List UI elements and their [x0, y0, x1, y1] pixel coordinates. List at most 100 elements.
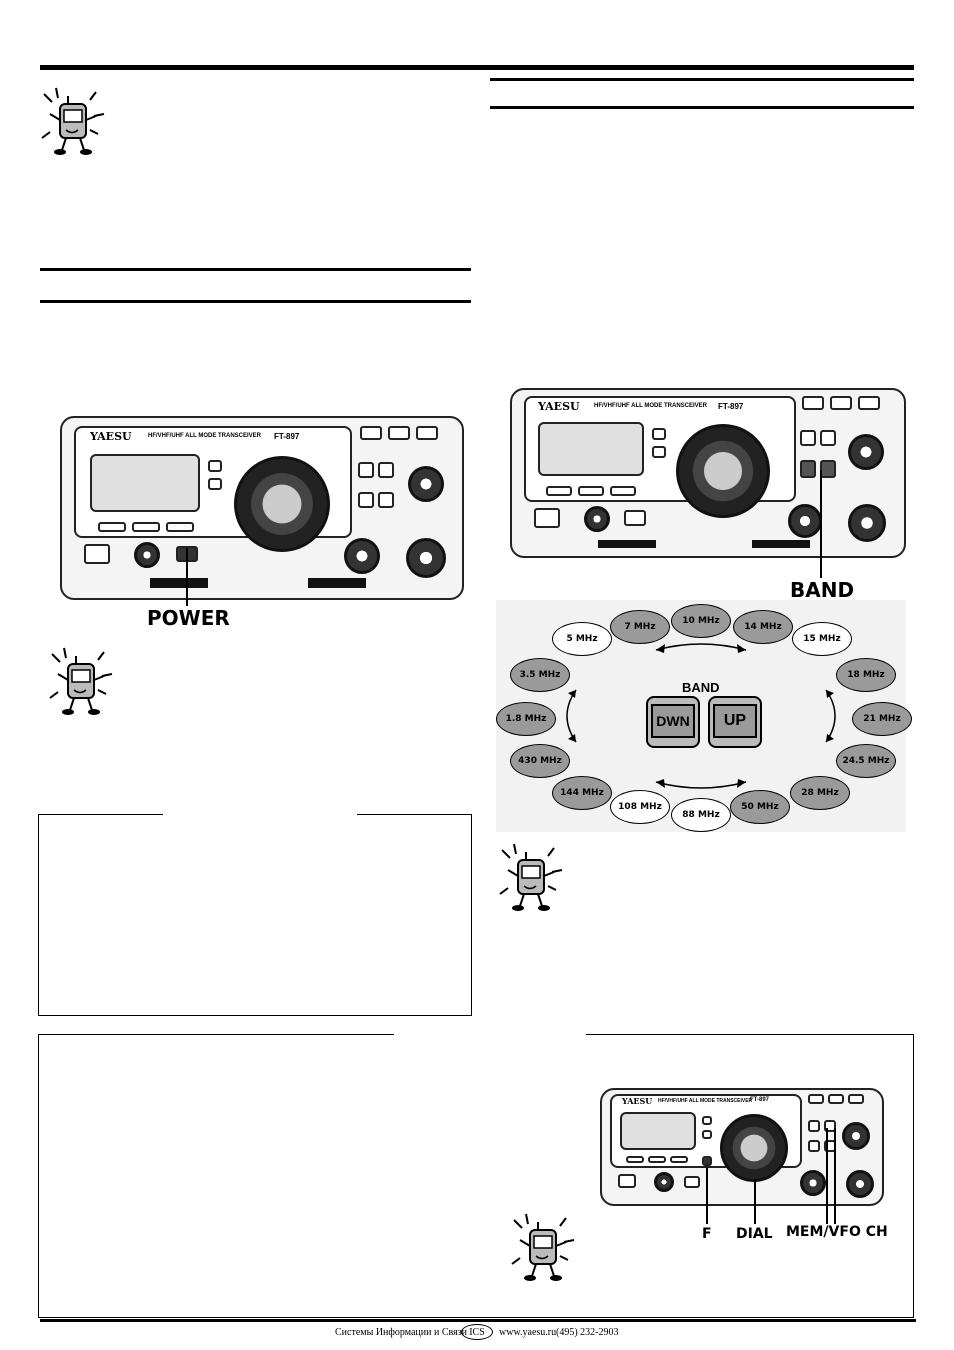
right-header-rule-bottom	[490, 106, 914, 109]
main-dial	[676, 424, 770, 518]
bottom-rule	[40, 1319, 916, 1322]
f-button	[702, 1156, 712, 1166]
arrow-right-button	[820, 430, 836, 446]
band-node: 24.5 MHz	[836, 744, 896, 778]
mic-knob	[584, 506, 610, 532]
footer: Системы Информации и Связи ICS www.yaesu…	[0, 1322, 954, 1344]
power-callout: POWER	[147, 606, 230, 630]
radio-model: FT-897	[718, 402, 744, 411]
arrow-left-button	[808, 1120, 820, 1132]
lcd-display	[90, 454, 200, 512]
radio-foot	[598, 540, 656, 548]
left-header-rule-top	[40, 268, 471, 271]
band-node: 144 MHz	[552, 776, 612, 810]
mascot-icon	[499, 843, 563, 911]
radio-foot	[150, 578, 208, 588]
radio-model: FT-897	[274, 432, 300, 441]
af-knob	[344, 538, 380, 574]
radio-foot	[308, 578, 366, 588]
left-note-box	[38, 814, 472, 1016]
mic-knob	[654, 1172, 674, 1192]
band-down-button	[808, 1140, 820, 1152]
radio-subtitle: HF/VHF/UHF ALL MODE TRANSCEIVER	[594, 403, 708, 409]
function-button	[702, 1116, 712, 1125]
power-switch	[684, 1176, 700, 1188]
radio-subtitle: HF/VHF/UHF ALL MODE TRANSCEIVER	[658, 1098, 753, 1104]
band-node: 7 MHz	[610, 610, 670, 644]
brand-logo: YAESU	[622, 1096, 653, 1106]
mem-vfo-callout-line-1	[826, 1128, 828, 1224]
phone-jack	[618, 1174, 636, 1188]
soft-key	[98, 522, 126, 532]
soft-key	[166, 522, 194, 532]
top-button	[858, 396, 880, 410]
soft-key	[578, 486, 604, 496]
soft-key	[546, 486, 572, 496]
radio-foot	[752, 540, 810, 548]
band-node: 5 MHz	[552, 622, 612, 656]
top-button	[808, 1094, 824, 1104]
function-button	[702, 1130, 712, 1139]
top-rule	[40, 65, 914, 70]
top-button	[416, 426, 438, 440]
mem-vfo-callout: MEM/VFO CH	[786, 1224, 888, 1240]
af-knob	[800, 1170, 826, 1196]
sql-knob	[848, 504, 886, 542]
band-node: 14 MHz	[733, 610, 793, 644]
left-note-box-title-gap	[163, 812, 357, 816]
band-node: 21 MHz	[852, 702, 912, 736]
brand-logo: YAESU	[90, 430, 132, 443]
lcd-display	[620, 1112, 696, 1150]
band-up-key: UP	[708, 696, 762, 748]
soft-key	[670, 1156, 688, 1163]
band-up-button	[378, 492, 394, 508]
phone-jack	[84, 544, 110, 564]
arrow-left-button	[358, 462, 374, 478]
band-node: 88 MHz	[671, 798, 731, 832]
sql-knob	[846, 1170, 874, 1198]
left-header-rule-bottom	[40, 300, 471, 303]
right-header-rule-top	[490, 78, 914, 81]
function-button	[208, 460, 222, 472]
radio-illustration-band: YAESU HF/VHF/UHF ALL MODE TRANSCEIVER FT…	[510, 388, 906, 558]
phone-jack	[534, 508, 560, 528]
arrow-right-button	[378, 462, 394, 478]
selector-knob	[842, 1122, 870, 1150]
f-callout-line	[706, 1168, 708, 1224]
ics-logo: ICS	[461, 1324, 493, 1340]
selector-knob	[848, 434, 884, 470]
mic-knob	[134, 542, 160, 568]
sql-knob	[406, 538, 446, 578]
footer-website: www.yaesu.ru	[499, 1327, 557, 1338]
main-dial	[234, 456, 330, 552]
function-button	[652, 446, 666, 458]
power-switch	[624, 510, 646, 526]
band-down-button	[358, 492, 374, 508]
soft-key	[132, 522, 160, 532]
power-callout-line	[186, 548, 188, 606]
band-node: 430 MHz	[510, 744, 570, 778]
soft-key	[648, 1156, 666, 1163]
bottom-section-title-gap	[394, 1032, 586, 1036]
footer-phone: (495) 232-2903	[556, 1327, 619, 1338]
brand-logo: YAESU	[538, 400, 580, 413]
function-button	[652, 428, 666, 440]
band-down-key: DWN	[646, 696, 700, 748]
soft-key	[610, 486, 636, 496]
top-button	[828, 1094, 844, 1104]
mascot-icon	[49, 647, 113, 715]
band-down-key-label: DWN	[651, 704, 695, 738]
main-dial	[720, 1114, 788, 1182]
dial-callout-line	[754, 1180, 756, 1224]
band-node: 108 MHz	[610, 790, 670, 824]
band-node: 15 MHz	[792, 622, 852, 656]
radio-illustration-power: YAESU HF/VHF/UHF ALL MODE TRANSCEIVER FT…	[60, 416, 464, 600]
band-cycle-arrows	[566, 643, 836, 789]
f-callout: F	[702, 1226, 712, 1242]
lcd-display	[538, 422, 644, 476]
top-button	[360, 426, 382, 440]
selector-knob	[408, 466, 444, 502]
band-diagram-title: BAND	[682, 680, 720, 695]
mascot-icon	[511, 1213, 575, 1281]
